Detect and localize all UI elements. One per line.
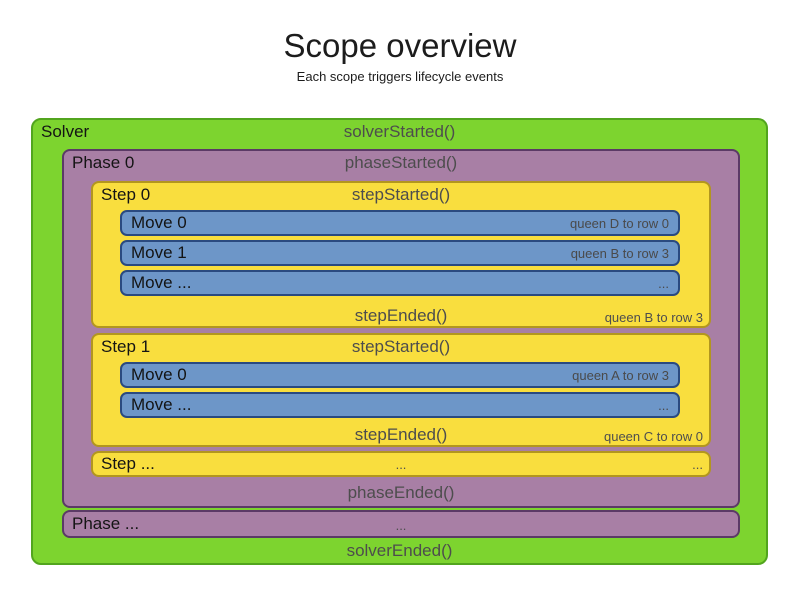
- step0-ended-detail: queen B to row 3: [604, 310, 703, 325]
- step1-move0-box: Move 0 queen A to row 3: [120, 362, 680, 388]
- phase0-label: Phase 0: [72, 153, 135, 172]
- move-detail: ...: [658, 397, 669, 413]
- step0-label: Step 0: [101, 185, 151, 204]
- step1-move-more-box: Move ... ...: [120, 392, 680, 418]
- step1-scope-box: [91, 333, 711, 447]
- phase-more-scope-box: [62, 510, 740, 538]
- phase0-started-event: phaseStarted(): [344, 153, 458, 172]
- phase0-ended-event: phaseEnded(): [347, 483, 455, 502]
- step-more-center-ellipsis: ...: [395, 457, 407, 472]
- page-subtitle: Each scope triggers lifecycle events: [296, 69, 504, 84]
- step0-ended-event: stepEnded(): [354, 306, 448, 325]
- step0-move1-box: Move 1 queen B to row 3: [120, 240, 680, 266]
- move-label: Move ...: [131, 395, 192, 414]
- move-detail: queen D to row 0: [569, 215, 669, 231]
- move-detail: queen B to row 3: [570, 245, 669, 261]
- page-title: Scope overview: [283, 27, 517, 64]
- solver-started-event: solverStarted(): [343, 122, 456, 141]
- phase-more-center-ellipsis: ...: [395, 518, 407, 533]
- move-label: Move 1: [131, 243, 187, 262]
- step-more-scope-box: [91, 451, 711, 477]
- solver-ended-event: solverEnded(): [346, 541, 453, 560]
- step1-ended-detail: queen C to row 0: [603, 429, 703, 444]
- step0-move-more-box: Move ... ...: [120, 270, 680, 296]
- step1-ended-event: stepEnded(): [354, 425, 448, 444]
- step0-started-event: stepStarted(): [351, 185, 451, 204]
- step1-label: Step 1: [101, 337, 151, 356]
- move-detail: ...: [658, 275, 669, 291]
- move-label: Move 0: [131, 365, 187, 384]
- step1-started-event: stepStarted(): [351, 337, 451, 356]
- step-more-right-ellipsis: ...: [692, 457, 703, 472]
- move-label: Move 0: [131, 213, 187, 232]
- step-more-label: Step ...: [101, 454, 155, 473]
- move-label: Move ...: [131, 273, 192, 292]
- phase-more-label: Phase ...: [72, 514, 140, 533]
- step0-move0-box: Move 0 queen D to row 0: [120, 210, 680, 236]
- move-detail: queen A to row 3: [572, 367, 669, 383]
- solver-label: Solver: [41, 122, 90, 141]
